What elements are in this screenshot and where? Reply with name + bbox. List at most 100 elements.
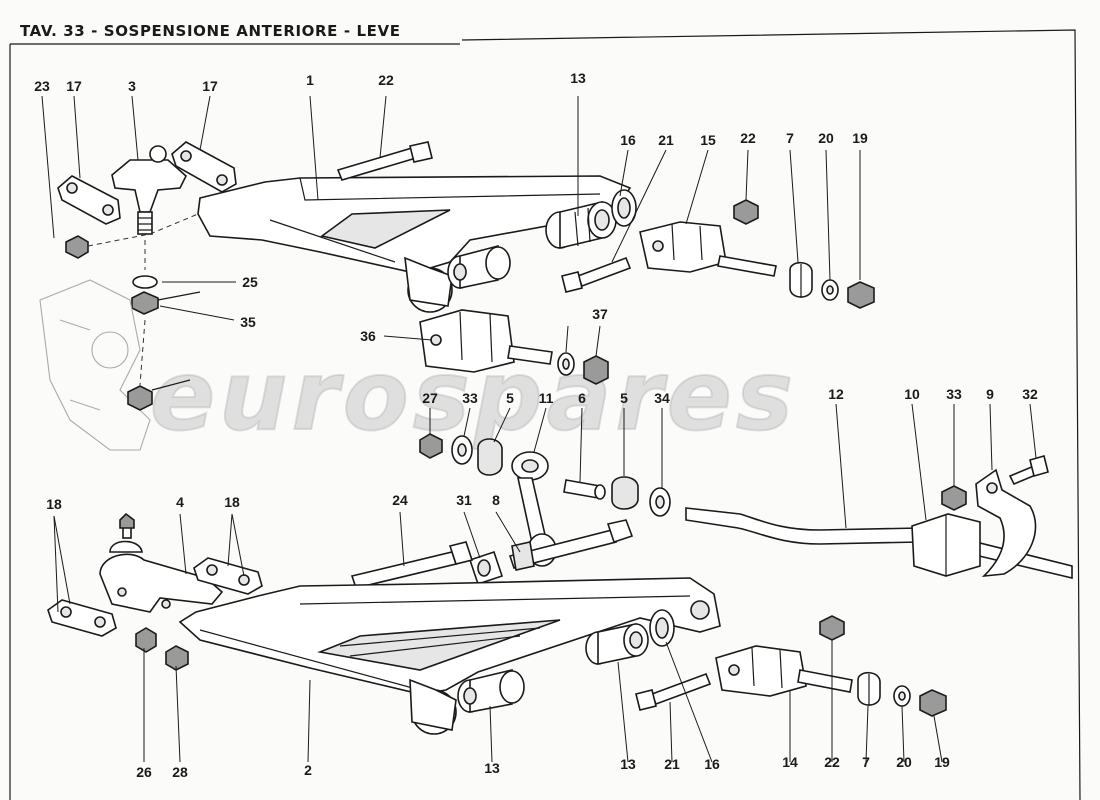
nut-26 bbox=[135, 627, 157, 653]
nut-24 bbox=[65, 235, 89, 259]
callout-20-upper: 20 bbox=[818, 130, 834, 146]
lower-ball-joint-4 bbox=[99, 512, 224, 613]
callout-18-right: 18 bbox=[224, 494, 240, 510]
bolt-21-lower bbox=[635, 672, 712, 711]
callout-27: 28 bbox=[172, 764, 188, 780]
callout-1: 1 bbox=[306, 72, 314, 88]
callout-36: 37 bbox=[592, 306, 608, 322]
callout-22-upper: 22 bbox=[740, 130, 756, 146]
upper-link-right bbox=[171, 141, 237, 193]
nut-29 bbox=[419, 433, 443, 459]
lower-wishbone-2 bbox=[178, 577, 721, 735]
washer-16-lower bbox=[649, 609, 675, 647]
nut-34 bbox=[131, 291, 201, 315]
bolt-21-upper bbox=[561, 256, 632, 293]
bracket-15 bbox=[639, 221, 777, 277]
callout-17-right: 17 bbox=[202, 78, 218, 94]
bolt-31 bbox=[1008, 455, 1049, 486]
nut-27 bbox=[165, 645, 189, 671]
callout-22-lower: 22 bbox=[824, 754, 840, 770]
callout-7-lower: 7 bbox=[862, 754, 870, 770]
lower-link-left bbox=[47, 599, 117, 637]
callout-7-upper: 7 bbox=[786, 130, 794, 146]
nut-19-upper bbox=[847, 281, 875, 309]
bushing-13-lower-left bbox=[457, 668, 525, 713]
callout-13-lower-left: 13 bbox=[484, 760, 500, 776]
callout-17-left: 17 bbox=[66, 78, 82, 94]
callout-26: 26 bbox=[136, 764, 152, 780]
callout-3: 3 bbox=[128, 78, 136, 94]
callout-30: 31 bbox=[456, 492, 472, 508]
washer-33-left bbox=[451, 435, 473, 465]
callout-19-upper: 19 bbox=[852, 130, 868, 146]
bolt-25 bbox=[350, 541, 474, 589]
nut-19-lower bbox=[919, 689, 947, 717]
washer-37 bbox=[557, 352, 575, 376]
callout-32: 33 bbox=[946, 386, 962, 402]
nut-knuckle bbox=[127, 379, 191, 411]
spacer-7-upper bbox=[789, 261, 813, 298]
callout-5-left: 5 bbox=[506, 390, 514, 406]
washer-33-right bbox=[649, 487, 671, 517]
plate-title: TAV. 33 - SOSPENSIONE ANTERIORE - LEVE bbox=[18, 22, 407, 40]
leader-lines bbox=[41, 95, 1037, 763]
nut-22-upper bbox=[733, 199, 759, 225]
callout-11: 11 bbox=[538, 390, 554, 406]
callout-33-left: 33 bbox=[462, 390, 478, 406]
callout-31: 32 bbox=[1022, 386, 1038, 402]
upper-link-left bbox=[57, 175, 121, 225]
callout-8: 8 bbox=[492, 492, 500, 508]
callout-13-lower-right: 13 bbox=[620, 756, 636, 772]
callout-18-left: 18 bbox=[46, 496, 62, 512]
bushing-30 bbox=[468, 550, 504, 586]
callout-34: 35 bbox=[240, 314, 256, 330]
washer-28 bbox=[132, 275, 158, 289]
bush-5-right bbox=[611, 476, 639, 510]
callout-21-lower: 21 bbox=[664, 756, 680, 772]
callout-15: 15 bbox=[700, 132, 716, 148]
callout-2: 2 bbox=[304, 762, 312, 778]
callout-29: 27 bbox=[422, 390, 438, 406]
nut-32 bbox=[941, 485, 967, 511]
nut-22-lower bbox=[819, 615, 845, 641]
callout-12: 12 bbox=[828, 386, 844, 402]
bushing-13-lower-right bbox=[585, 623, 649, 665]
callout-20-lower: 20 bbox=[896, 754, 912, 770]
steering-knuckle-outline bbox=[39, 279, 151, 451]
callout-21-upper: 21 bbox=[658, 132, 674, 148]
callout-16-upper: 16 bbox=[620, 132, 636, 148]
callout-35: 36 bbox=[360, 328, 376, 344]
callout-33-right: 34 bbox=[654, 390, 670, 406]
washer-16-upper bbox=[611, 189, 637, 227]
callout-4: 4 bbox=[176, 494, 184, 510]
callout-23: 22 bbox=[378, 72, 394, 88]
callout-14: 14 bbox=[782, 754, 798, 770]
washer-20-lower bbox=[893, 685, 911, 707]
callout-24: 23 bbox=[34, 78, 50, 94]
callout-13-upper: 13 bbox=[570, 70, 586, 86]
spacer-7-lower bbox=[857, 671, 881, 706]
lower-link-right bbox=[193, 557, 263, 595]
bolt-23 bbox=[336, 141, 433, 181]
callout-10: 10 bbox=[904, 386, 920, 402]
clamp-9 bbox=[975, 468, 1037, 578]
pin-6 bbox=[563, 479, 606, 500]
callout-28: 25 bbox=[242, 274, 258, 290]
anti-roll-bar-12 bbox=[685, 507, 1073, 580]
bush-5-left bbox=[477, 438, 503, 476]
callout-5-right: 5 bbox=[620, 390, 628, 406]
washer-20-upper bbox=[821, 279, 839, 301]
callout-16-lower: 16 bbox=[704, 756, 720, 772]
bar-mount-10 bbox=[911, 513, 981, 577]
nut-36 bbox=[583, 355, 609, 385]
bracket-14 bbox=[715, 645, 853, 697]
bracket-35 bbox=[419, 309, 553, 373]
callout-25: 24 bbox=[392, 492, 408, 508]
callout-9: 9 bbox=[986, 386, 994, 402]
bushing-13-upper bbox=[545, 200, 617, 250]
callout-6: 6 bbox=[578, 390, 586, 406]
link-bolt-8 bbox=[508, 519, 634, 571]
